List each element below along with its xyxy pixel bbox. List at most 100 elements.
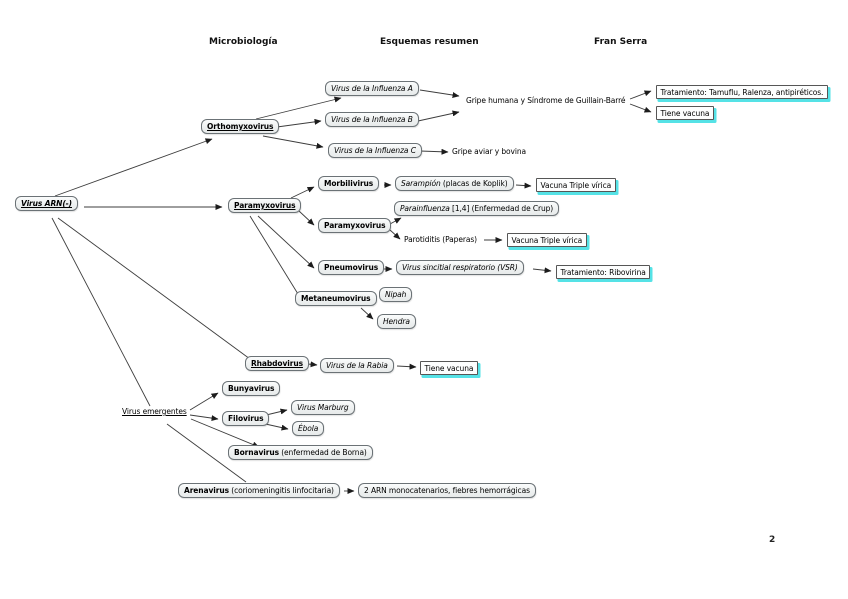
edge-25: [307, 361, 318, 368]
sarampion-node: Sarampión (placas de Koplik): [395, 176, 514, 191]
sarampion-label: Sarampión: [401, 179, 441, 188]
virus-emergentes-node: Virus emergentes: [122, 407, 187, 416]
arenavirus-sublabel: (coriomeningitis linfocitaria): [228, 486, 334, 495]
edge-19: [389, 229, 401, 240]
paramyxovirus-genero-label: Paramyxovirus: [324, 221, 386, 230]
bunyavirus-node: Bunyavirus: [222, 381, 281, 396]
parainfluenza-label: Parainfluenza: [400, 204, 450, 213]
edge-15: [249, 215, 299, 295]
nipah-label: Nipah: [385, 290, 407, 299]
edge-28: [189, 414, 219, 422]
influenza-c-node: Virus de la Influenza C: [328, 143, 422, 158]
ebola-label: Ébola: [298, 424, 319, 433]
pneumovirus-label: Pneumovirus: [324, 263, 379, 272]
nipah-node: Nipah: [379, 287, 413, 302]
virus-marburg-label: Virus Marburg: [297, 403, 349, 412]
paramyxovirus-familia-label: Paramyxovirus: [234, 201, 296, 210]
filovirus-label: Filovirus: [228, 414, 264, 423]
gripe-aviar-label: Gripe aviar y bovina: [452, 147, 526, 156]
edge-7: [419, 89, 460, 98]
edge-8: [417, 110, 460, 122]
edge-0: [54, 138, 213, 197]
bornavirus-label: Bornavirus: [234, 448, 279, 457]
vacuna-triple-sarampion-label: Vacuna Triple vírica: [540, 180, 612, 190]
gripe-humana-node: Gripe humana y Síndrome de Guillain-Barr…: [466, 96, 626, 105]
parotiditis-node: Parotiditis (Paperas): [404, 235, 477, 244]
bunyavirus-label: Bunyavirus: [228, 384, 275, 393]
bornavirus-node: Bornavirus (enfermedad de Borna): [228, 445, 373, 460]
edge-10: [629, 103, 652, 113]
edge-24: [360, 307, 374, 320]
tratamiento-ribovirina-node: Tratamiento: Ribovirina: [556, 265, 651, 279]
edge-4: [255, 96, 342, 120]
hendra-label: Hendra: [383, 317, 410, 326]
virus-rabia-label: Virus de la Rabia: [326, 361, 388, 370]
gripe-humana-label: Gripe humana y Síndrome de Guillain-Barr…: [466, 96, 626, 105]
header-course: Microbiología: [209, 37, 278, 47]
paramyxovirus-familia-node: Paramyxovirus: [228, 198, 302, 213]
edge-14: [257, 215, 315, 269]
influenza-a-label: Virus de la Influenza A: [331, 84, 413, 93]
tratamiento-tamuflu-label: Tratamiento: Tamuflu, Ralenza, antipirét…: [660, 87, 824, 97]
vsr-node: Virus sincitial respiratorio (VSR): [396, 260, 524, 275]
edge-18: [389, 217, 402, 225]
influenza-c-label: Virus de la Influenza C: [334, 146, 416, 155]
vsr-label: Virus sincitial respiratorio (VSR): [402, 263, 518, 272]
virus-marburg-node: Virus Marburg: [291, 400, 355, 415]
edge-26: [396, 363, 417, 370]
header-title: Esquemas resumen: [380, 37, 479, 47]
rhabdovirus-node: Rhabdovirus: [245, 356, 309, 371]
tratamiento-tamuflu-node: Tratamiento: Tamuflu, Ralenza, antipirét…: [656, 85, 828, 99]
pneumovirus-node: Pneumovirus: [318, 260, 385, 275]
edge-9: [629, 90, 652, 100]
vacuna-triple-parotiditis-label: Vacuna Triple vírica: [511, 235, 583, 245]
edge-6: [262, 135, 324, 149]
influenza-b-node: Virus de la Influenza B: [325, 112, 419, 127]
virus-emergentes-label: Virus emergentes: [122, 407, 187, 416]
arenavirus-node: Arenavirus (coriomeningitis linfocitaria…: [178, 483, 340, 498]
parainfluenza-sublabel: [1,4] (Enfermedad de Crup): [449, 204, 554, 213]
edge-5: [276, 118, 322, 128]
metaneumovirus-node: Metaneumovirus: [295, 291, 377, 306]
morbilivirus-label: Morbilivirus: [324, 179, 374, 188]
edge-17: [515, 182, 532, 189]
header-author: Fran Serra: [594, 37, 648, 47]
rhabdovirus-label: Rhabdovirus: [251, 359, 303, 368]
edge-13: [298, 210, 315, 226]
arenavirus-label: Arenavirus: [184, 486, 229, 495]
vacuna-triple-parotiditis-node: Vacuna Triple vírica: [507, 233, 587, 247]
vacuna-triple-sarampion-node: Vacuna Triple vírica: [536, 178, 616, 192]
bornavirus-sublabel: (enfermedad de Borna): [278, 448, 367, 457]
hendra-node: Hendra: [377, 314, 416, 329]
influenza-b-label: Virus de la Influenza B: [331, 115, 413, 124]
page-number: 2: [769, 535, 776, 545]
tratamiento-ribovirina-label: Tratamiento: Ribovirina: [560, 267, 646, 277]
edge-29: [190, 418, 260, 448]
virus-rabia-node: Virus de la Rabia: [320, 358, 394, 373]
tiene-vacuna-rabia-label: Tiene vacuna: [424, 363, 474, 373]
filovirus-node: Filovirus: [222, 411, 270, 426]
metaneumovirus-label: Metaneumovirus: [301, 294, 371, 303]
parotiditis-label: Parotiditis (Paperas): [404, 235, 477, 244]
edge-22: [532, 267, 552, 274]
ebola-node: Ébola: [292, 421, 325, 436]
edge-12: [290, 186, 315, 199]
paramyxovirus-genero-node: Paramyxovirus: [318, 218, 392, 233]
tiene-vacuna-gripe-node: Tiene vacuna: [656, 106, 714, 120]
orthomyxovirus-label: Orthomyxovirus: [207, 122, 274, 131]
edge-11: [419, 148, 449, 155]
arn-monocatenarios-node: 2 ARN monocatenarios, fiebres hemorrágic…: [358, 483, 536, 498]
orthomyxovirus-node: Orthomyxovirus: [201, 119, 280, 134]
influenza-a-node: Virus de la Influenza A: [325, 81, 419, 96]
gripe-aviar-node: Gripe aviar y bovina: [452, 147, 526, 156]
edge-30: [166, 423, 247, 483]
tiene-vacuna-rabia-node: Tiene vacuna: [420, 361, 478, 375]
edge-27: [189, 392, 219, 411]
parainfluenza-node: Parainfluenza [1,4] (Enfermedad de Crup): [394, 201, 560, 216]
edge-2: [57, 217, 251, 360]
virus-arn-negativo-label: Virus ARN(-): [21, 199, 72, 208]
arn-monocatenarios-label: 2 ARN monocatenarios, fiebres hemorrágic…: [364, 486, 530, 495]
morbilivirus-node: Morbilivirus: [318, 176, 380, 191]
